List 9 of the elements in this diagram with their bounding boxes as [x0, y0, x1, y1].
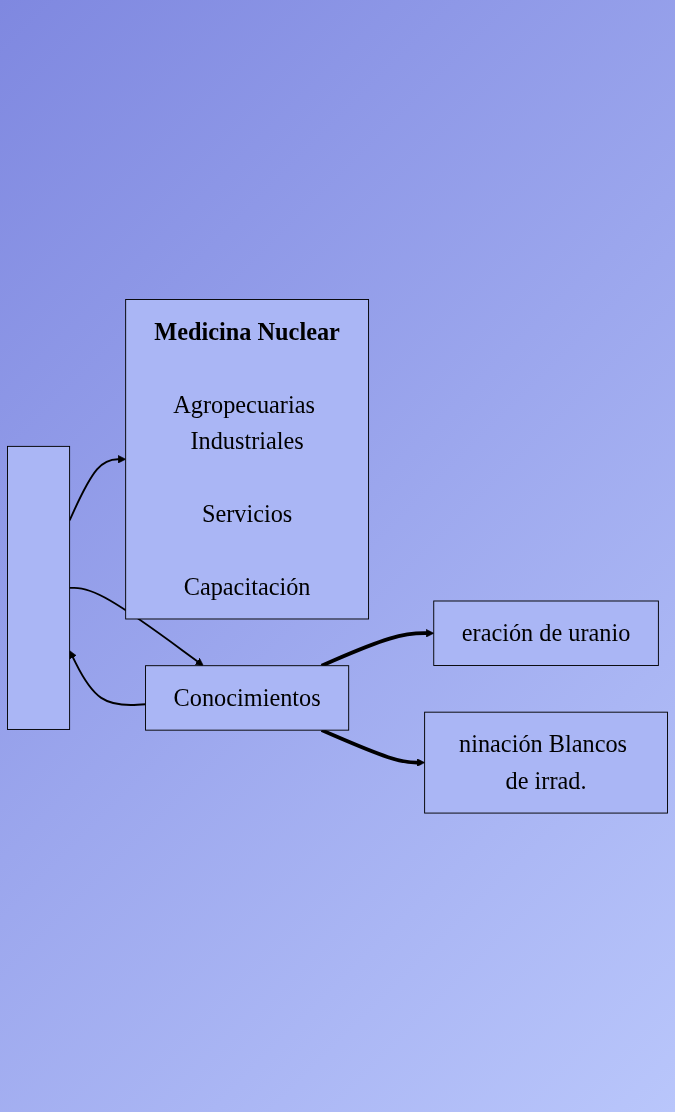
node-box: Medicina Nuclear Agropecuarias Industriales Servicios Capacitación — [125, 298, 370, 620]
node-box: eración de uranio — [433, 600, 659, 666]
arrow — [69, 650, 147, 706]
node-box: ninación Blancos de irrad. — [424, 711, 668, 814]
arrow — [68, 454, 127, 521]
arrow — [68, 586, 204, 666]
node-box — [7, 445, 71, 730]
arrow — [320, 728, 425, 767]
node-box: Conocimientos — [145, 664, 350, 731]
